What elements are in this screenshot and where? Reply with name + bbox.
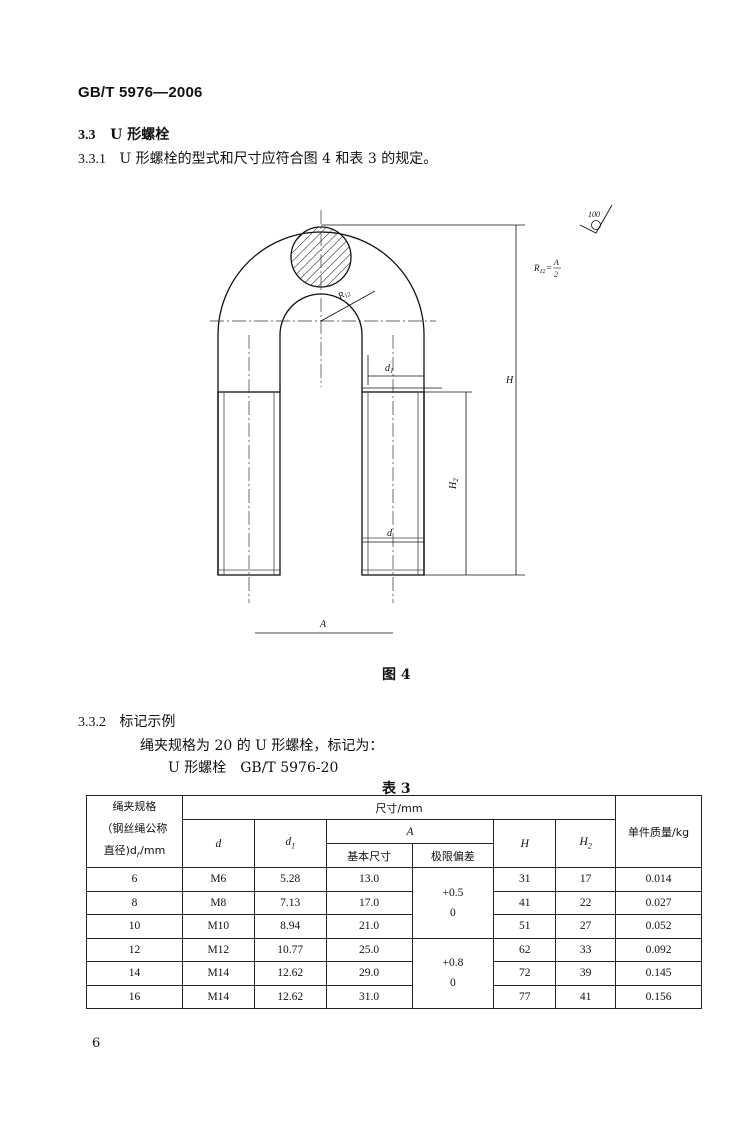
figure-caption: 图 4	[382, 667, 411, 683]
svg-text:R12: R12	[335, 287, 352, 303]
marking-description: 绳夹规格为 20 的 U 形螺栓，标记为：	[140, 738, 384, 754]
u-bolt-drawing: R12 d1 d A H H2 R12	[210, 204, 613, 634]
h2-dimension	[424, 391, 472, 575]
radius-leader	[320, 290, 376, 322]
section-title: U 形螺栓	[110, 127, 170, 143]
page-number: 6	[92, 1036, 101, 1051]
table-caption: 表 3	[382, 781, 411, 797]
d1-label: d1	[385, 363, 394, 375]
header-a-basic: 基本尺寸	[325, 843, 413, 868]
header-dims: 尺寸/mm	[181, 795, 617, 820]
marking-example: U 形螺栓 GB/T 5976-20	[168, 760, 339, 776]
header-d: d	[181, 819, 255, 868]
section-3-3-2-heading: 3.3.2 标记示例	[78, 711, 175, 731]
svg-text:A: A	[553, 258, 559, 267]
section-text: U 形螺栓的型式和尺寸应符合图 4 和表 3 的规定。	[119, 151, 438, 167]
d1-dimension	[362, 355, 442, 389]
d-label: d	[387, 528, 393, 539]
header-mass: 单件质量/kg	[615, 795, 702, 868]
center-lines	[210, 210, 436, 603]
header-a-tolerance: 极限偏差	[411, 843, 495, 868]
a-label: A	[319, 619, 327, 630]
section-number: 3.3.2	[78, 715, 106, 730]
section-number: 3.3.1	[78, 152, 106, 167]
section-3-3-1-paragraph: 3.3.1 U 形螺栓的型式和尺寸应符合图 4 和表 3 的规定。	[78, 148, 437, 168]
header-h: H	[493, 819, 557, 868]
header-a: A	[325, 819, 495, 844]
svg-text:100: 100	[588, 210, 600, 219]
table-header-row: 绳夹规格 （钢丝绳公称 直径)dr/mm 尺寸/mm 单件质量/kg	[86, 795, 702, 868]
h-dimension	[321, 224, 525, 576]
header-h2: H2	[555, 819, 617, 868]
r12-formula: R12 = A 2	[533, 258, 561, 279]
spec-table: 绳夹规格 （钢丝绳公称 直径)dr/mm 尺寸/mm 单件质量/kg d d1 …	[86, 795, 702, 1009]
header-spec: 绳夹规格 （钢丝绳公称 直径)dr/mm	[86, 795, 183, 868]
svg-text:2: 2	[554, 270, 558, 279]
svg-text:=: =	[546, 263, 552, 273]
section-3-3-heading: 3.3 U 形螺栓	[78, 124, 169, 144]
surface-roughness-symbol: 100	[579, 204, 613, 234]
section-number: 3.3	[78, 128, 96, 143]
u-bolt-figure: R12 d1 d A H H2 R12	[180, 195, 640, 649]
svg-text:R12: R12	[533, 263, 546, 275]
header-d1: d1	[253, 819, 327, 868]
h-label: H	[505, 375, 514, 386]
standard-number: GB/T 5976—2006	[78, 84, 203, 101]
section-title: 标记示例	[119, 714, 176, 730]
h2-label: H2	[448, 478, 460, 490]
r12-inline-label: R12	[335, 287, 352, 303]
